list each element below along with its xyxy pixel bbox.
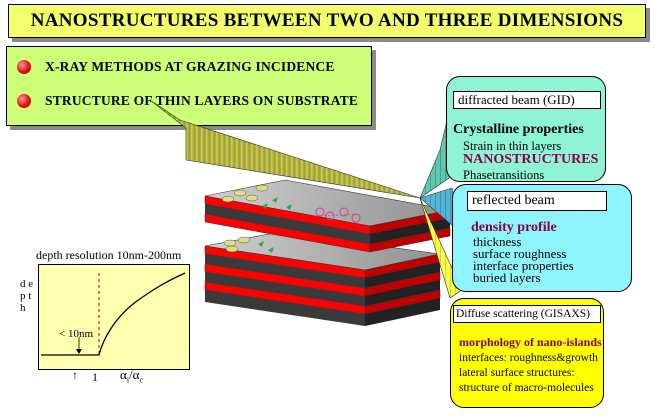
- depth-plot-title: depth resolution 10nm-200nm: [36, 248, 182, 262]
- xlabel-sub: i: [126, 375, 130, 385]
- reflected-heading: density profile: [471, 220, 557, 235]
- depth-curve: [41, 272, 186, 356]
- gisaxs-item: interfaces: roughness&growth: [459, 352, 598, 364]
- topic-item: X-RAY METHODS AT GRAZING INCIDENCE: [17, 59, 335, 75]
- gid-line: Strain in thin layers: [463, 139, 562, 153]
- incident-beam: [149, 99, 421, 199]
- reflected-panel: reflected beam density profile thickness…: [452, 184, 632, 292]
- topic-item: STRUCTURE OF THIN LAYERS ON SUBSTRATE: [17, 93, 358, 109]
- xlabel-sub2: c: [139, 375, 144, 385]
- gisaxs-item: lateral surface structures:: [459, 367, 575, 379]
- diffuse-beam: [419, 197, 463, 299]
- reflected-item: surface roughness: [473, 246, 567, 261]
- title-text: NANOSTRUCTURES BETWEEN TWO AND THREE DIM…: [30, 10, 624, 31]
- reflected-label: reflected beam: [467, 191, 607, 211]
- xlabel-mid: /α: [129, 367, 140, 382]
- depth-annotation: < 10nm: [59, 328, 94, 340]
- red-bullet-icon: [17, 60, 31, 74]
- depth-ylabel: d e p t h: [20, 278, 34, 314]
- reflected-item: thickness: [473, 234, 522, 249]
- lower-stack: [204, 231, 441, 326]
- topics-panel: X-RAY METHODS AT GRAZING INCIDENCE STRUC…: [6, 46, 372, 126]
- depth-plot: < 10nm: [38, 264, 190, 370]
- depth-tick: 1: [92, 370, 98, 384]
- gisaxs-item: structure of macro-molecules: [459, 382, 594, 394]
- gisaxs-heading: morphology of nano-islands: [459, 335, 602, 349]
- reflected-item: interface properties: [473, 258, 574, 273]
- depth-xlabel: αi/αc: [120, 368, 143, 388]
- page-title: NANOSTRUCTURES BETWEEN TWO AND THREE DIM…: [8, 4, 646, 38]
- gisaxs-label: Diffuse scattering (GISAXS): [453, 305, 601, 323]
- xlabel-alpha: α: [120, 367, 127, 382]
- gid-highlight: NANOSTRUCTURES: [463, 152, 599, 167]
- gid-label: diffracted beam (GID): [453, 91, 601, 109]
- red-bullet-icon: [17, 94, 31, 108]
- gid-heading: Crystalline properties: [453, 122, 584, 137]
- upper-stack: [204, 179, 451, 253]
- tick-arrow-icon: ↑: [72, 368, 78, 382]
- gid-panel: diffracted beam (GID) Crystalline proper…: [446, 76, 606, 182]
- topic-label: X-RAY METHODS AT GRAZING INCIDENCE: [45, 59, 335, 74]
- depth-curve-svg: [41, 272, 186, 356]
- reflected-item: buried layers: [473, 270, 541, 285]
- gisaxs-panel: Diffuse scattering (GISAXS) morphology o…: [450, 298, 604, 408]
- gid-line: Phasetransitions: [463, 168, 545, 182]
- topic-label: STRUCTURE OF THIN LAYERS ON SUBSTRATE: [45, 93, 359, 108]
